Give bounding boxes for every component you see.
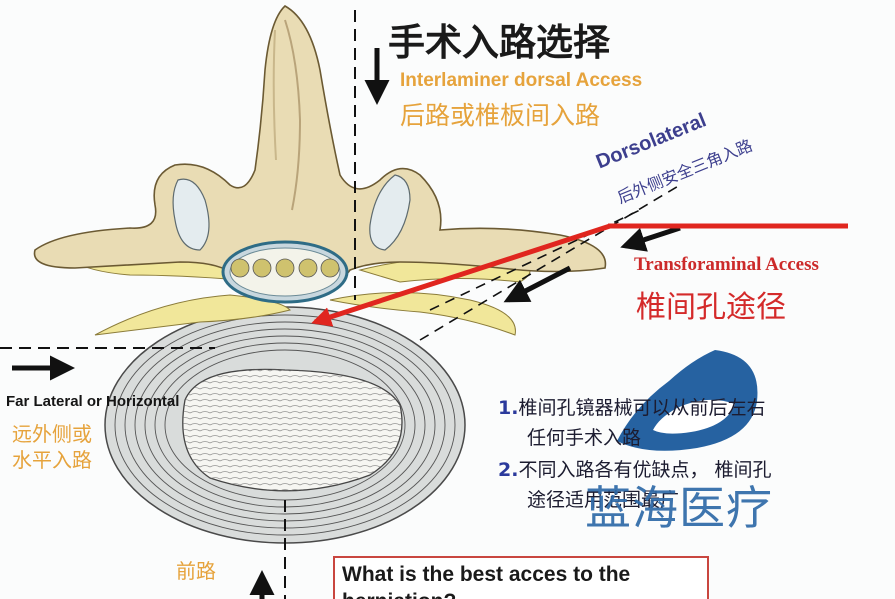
note-1-line2: 任何手术入路 xyxy=(527,427,642,449)
far-lateral-cn-line2: 水平入路 xyxy=(12,448,92,472)
approach-arrows xyxy=(12,48,681,599)
note-2-line1: 2.不同入路各有优缺点， 椎间孔 xyxy=(498,455,772,482)
question-line2: herniation? xyxy=(342,590,456,599)
note-1-line1: 1.椎间孔镜器械可以从前后左右 xyxy=(498,393,765,420)
transforaminal-arrow xyxy=(311,223,848,327)
dorsolateral-arrow-2 xyxy=(620,225,681,252)
dorsal-access-cn-label: 后路或椎板间入路 xyxy=(400,101,601,130)
dorsolateral-arrow xyxy=(503,265,572,303)
question-box: What is the best acces to the herniation… xyxy=(333,556,709,599)
anterior-label: 前路 xyxy=(176,559,216,583)
far-lateral-cn-line1: 远外侧或 xyxy=(12,422,92,446)
question-line1: What is the best acces to the xyxy=(342,563,631,586)
spinal-cord xyxy=(221,240,349,304)
transforaminal-label: Transforaminal Access xyxy=(634,254,819,275)
note-1-number: 1. xyxy=(498,397,519,419)
watermark-text: 蓝海医疗 xyxy=(585,481,773,535)
bluesea-logo-icon xyxy=(617,350,758,451)
dorsal-access-label: Interlaminer dorsal Access xyxy=(400,70,643,91)
note-2-text: 不同入路各有优缺点， 椎间孔 xyxy=(518,459,772,481)
note-2-number: 2. xyxy=(498,459,519,481)
vertebra-posterior-elements xyxy=(33,5,607,289)
note-1-text: 椎间孔镜器械可以从前后左右 xyxy=(518,397,766,419)
far-lateral-label: Far Lateral or Horizontal xyxy=(6,393,180,410)
transforaminal-cn-label: 椎间孔途径 xyxy=(636,290,786,325)
page-title: 手术入路选择 xyxy=(388,21,610,64)
intervertebral-disc xyxy=(104,306,466,544)
note-2-line2: 途径适用范围最广 xyxy=(527,489,680,511)
